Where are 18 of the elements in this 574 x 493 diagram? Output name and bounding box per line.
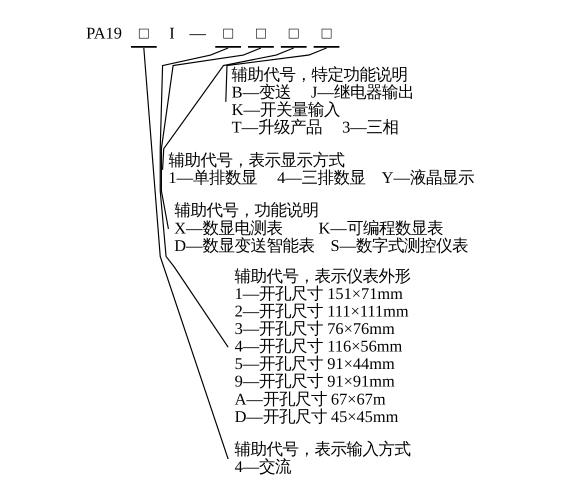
node-text: □ <box>223 23 234 42</box>
connector <box>160 47 262 230</box>
node-text: 辅助代号，表示显示方式 1—单排数显 4—三排数显 Y—液晶显示 <box>168 150 474 187</box>
connector <box>225 47 327 102</box>
node-text: □ <box>288 23 299 42</box>
node-text: □ <box>322 23 332 42</box>
label: I <box>169 23 175 42</box>
node-text: 辅助代号，功能说明 X—数显电测表 K—可编程数显表 D—数显变送智能表 S—数字式测控仪表 <box>174 200 468 255</box>
node-text: 辅助代号，特定功能说明 B—变送 J—继电器输出 K—开关量输入 T—升级产品 3—三相 <box>232 64 414 137</box>
node-text: 辅助代号，表示输入方式 4—交流 <box>234 440 411 476</box>
node-text: □ <box>138 23 149 42</box>
label: PA19 <box>86 23 122 42</box>
label: — <box>190 23 206 42</box>
node-text: 辅助代号，表示仪表外形 1—开孔尺寸 151×71mm 2—开孔尺寸 111×111mm 3—开孔尺寸 76×76mm 4—开孔尺寸 116×56mm 5—开孔尺寸 91×44mm 9—开孔尺寸 91×91mm A—开孔尺寸 67×67m D—开孔尺寸 45×45mm <box>234 266 411 426</box>
node-text: □ <box>256 23 266 42</box>
connector <box>162 47 294 170</box>
connector <box>143 48 229 460</box>
connector <box>160 47 229 348</box>
